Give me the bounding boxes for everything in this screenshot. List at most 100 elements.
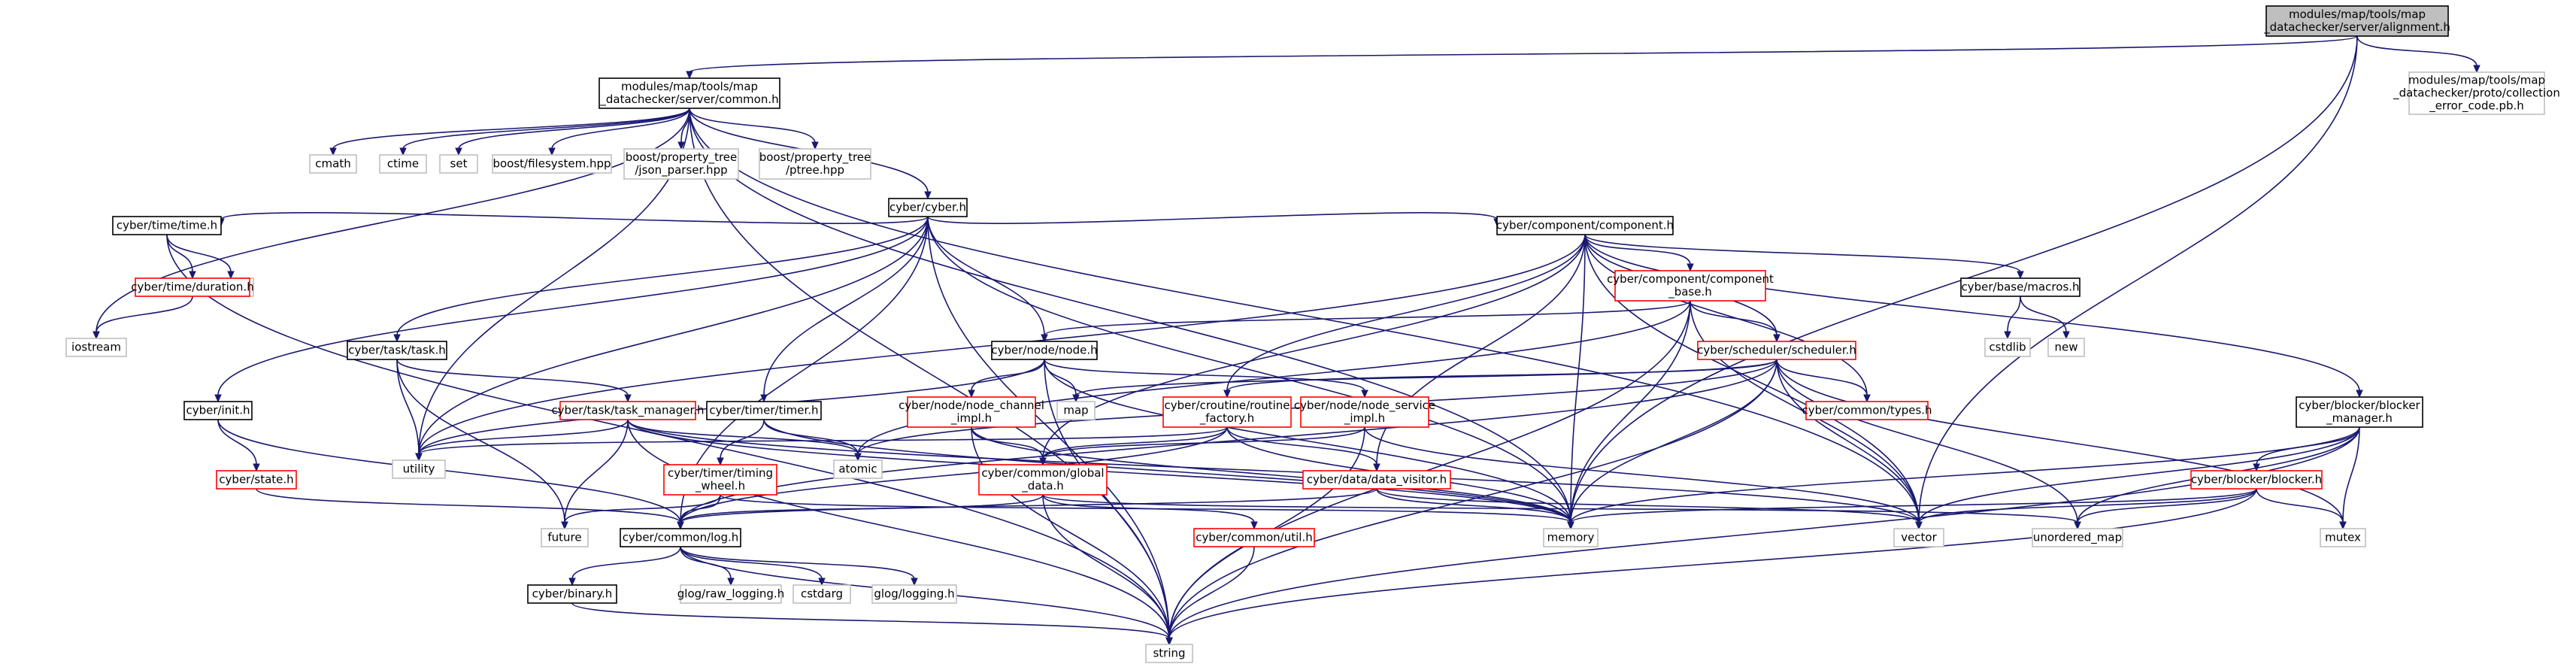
edge-global_data_h-to-unordered_map [1042,494,2081,530]
node-ctime[interactable]: ctime [379,154,427,174]
node-box [1960,277,2080,297]
node-label: cyber/blocker/blocker [2299,399,2420,412]
node-label: _error_code.pb.h [2429,99,2524,114]
node-scheduler-h[interactable]: cyber/scheduler/scheduler.h [1697,341,1856,360]
node-label: atomic [838,462,877,476]
node-label: cyber/common/log.h [623,531,739,544]
node-label: vector [1901,531,1937,544]
node-box [347,341,447,360]
node-new[interactable]: new [2047,338,2085,357]
node-node-h[interactable]: cyber/node/node.h [991,341,1098,360]
node-util-h[interactable]: cyber/common/util.h [1193,528,1315,547]
edge-blocker_h-to-vector [1915,488,2257,530]
node-cyber-h[interactable]: cyber/cyber.h [888,198,968,217]
node-label: cyber/init.h [186,404,250,417]
node-label: cyber/time/time.h [117,219,217,232]
edge-node_h-to-node_channel_impl_h [968,359,1045,399]
node-set[interactable]: set [439,154,478,174]
edge-cyber_h-to-task_h [393,216,929,343]
node-blocker-manager-h[interactable]: cyber/blocker/blocker_manager.h [2296,396,2423,428]
node-label: modules/map/tools/map [621,80,758,93]
edge-component_base_h-to-memory [1567,300,1691,530]
node-duration-h[interactable]: cyber/time/duration.h [131,277,254,297]
node-label: string [1153,647,1185,660]
edge-routine_factory_h-to-utility [415,426,1228,462]
node-label: ctime [387,157,419,171]
node-task-manager-h[interactable]: cyber/task/task_manager.h [551,401,705,420]
node-memory[interactable]: memory [1543,528,1599,547]
edge-cyber_h-to-component_h [927,212,1501,227]
node-label: unordered_map [2033,531,2122,545]
node-box [379,154,427,174]
node-json-parser[interactable]: boost/property_tree/json_parser.hpp [623,148,739,180]
node-blocker-h[interactable]: cyber/blocker/blocker.h [2190,470,2323,490]
node-state-h[interactable]: cyber/state.h [216,470,297,490]
node-label: cstdarg [801,587,843,601]
node-data-visitor-h[interactable]: cyber/data/data_visitor.h [1302,470,1451,490]
node-label: cyber/time/duration.h [131,280,253,294]
edge-macros_h-to-new [2020,296,2070,340]
edge-common_h-to-ctime [399,108,690,156]
edge-cyber_h-to-utility [415,216,929,462]
node-node-channel-impl-h[interactable]: cyber/node/node_channel_impl.h [899,396,1044,428]
node-map[interactable]: map [1056,401,1096,420]
node-global-data-h[interactable]: cyber/common/global_data.h [978,464,1108,496]
node-timer-h[interactable]: cyber/timer/timer.h [706,401,822,420]
node-future[interactable]: future [541,528,589,547]
node-label: glog/raw_logging.h [677,587,784,602]
node-atomic[interactable]: atomic [833,459,883,479]
node-alignment[interactable]: modules/map/tools/map_datachecker/server… [2263,5,2450,37]
node-label: memory [1547,531,1595,544]
node-component-base-h[interactable]: cyber/component/component_base.h [1607,270,1774,302]
node-types-h[interactable]: cyber/common/types.h [1802,401,1932,420]
node-timing-wheel-h[interactable]: cyber/timer/timing_wheel.h [663,464,777,496]
node-task-h[interactable]: cyber/task/task.h [347,341,447,360]
node-raw-logging[interactable]: glog/raw_logging.h [677,584,784,604]
node-vector[interactable]: vector [1893,528,1944,547]
node-box [2320,528,2366,547]
node-label: modules/map/tools/map [2408,74,2545,87]
node-box [1162,396,1292,428]
node-box [833,459,883,479]
edge-log_h-to-binary_h [568,546,681,587]
node-boost-fs[interactable]: boost/filesystem.hpp [492,154,612,174]
edge-component_h-to-global_data_h [1039,234,1586,466]
node-iostream[interactable]: iostream [65,338,127,357]
node-box [2190,470,2323,490]
node-node-service-impl-h[interactable]: cyber/node/node_service_impl.h [1294,396,1435,428]
node-log-h[interactable]: cyber/common/log.h [620,528,741,547]
node-box [2032,528,2123,547]
node-cstdlib[interactable]: cstdlib [1984,338,2031,357]
node-label: _data.h [1021,479,1064,493]
node-utility[interactable]: utility [392,459,446,479]
node-macros-h[interactable]: cyber/base/macros.h [1960,277,2080,297]
node-glog-logging[interactable]: glog/logging.h [871,584,957,604]
node-label: _base.h [1668,285,1712,299]
node-ptree[interactable]: boost/property_tree/ptree.hpp [759,148,871,180]
node-box [888,198,968,217]
edge-init_h-to-state_h [217,419,260,472]
edges-layer [92,35,2481,646]
node-string[interactable]: string [1145,644,1193,663]
node-component-h[interactable]: cyber/component/component.h [1496,216,1674,235]
edge-time_h-to-limits [166,234,235,280]
node-unordered-map[interactable]: unordered_map [2032,528,2123,547]
node-label: cyber/data/data_visitor.h [1307,473,1447,487]
node-label: map [1063,404,1088,417]
edge-blocker_manager_h-to-blocker_h [2253,426,2360,472]
node-label: cyber/component/component.h [1496,219,1674,232]
node-cstdarg[interactable]: cstdarg [792,584,851,604]
node-label: modules/map/tools/map [2289,8,2426,21]
node-box [2265,5,2449,37]
node-label: cyber/timer/timing [668,466,773,480]
node-init-h[interactable]: cyber/init.h [183,401,253,420]
node-time-h[interactable]: cyber/time/time.h [112,216,222,235]
edge-alignment-to-common_h [686,35,2358,80]
edge-common_h-to-ptree [689,108,819,150]
node-cmath[interactable]: cmath [309,154,357,174]
node-collection-pb[interactable]: modules/map/tools/map_datachecker/proto/… [2393,71,2560,115]
node-routine-factory-h[interactable]: cyber/croutine/routine_factory.h [1162,396,1292,428]
node-common-h[interactable]: modules/map/tools/map_datachecker/server… [599,77,780,109]
node-mutex[interactable]: mutex [2320,528,2366,547]
node-binary-h[interactable]: cyber/binary.h [527,584,617,604]
